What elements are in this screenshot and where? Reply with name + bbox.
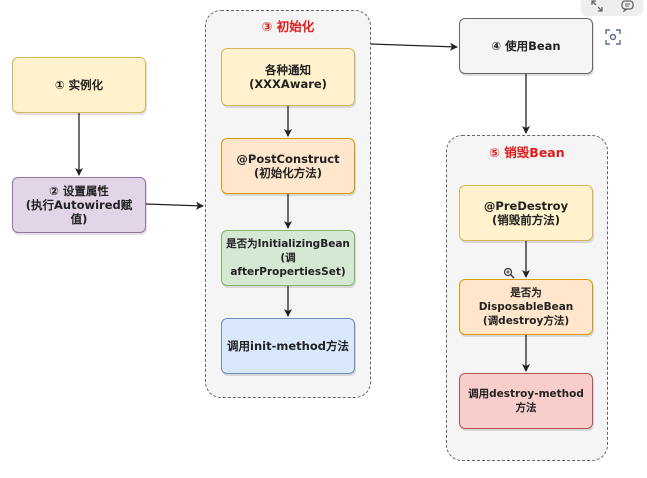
instantiate-node: ① 实例化 xyxy=(12,57,146,113)
pre-destroy-line-2: (销毁前方法) xyxy=(491,213,560,227)
expand-icon[interactable] xyxy=(589,0,605,13)
arrow-set-properties-to-init-group xyxy=(145,201,204,210)
scan-icon[interactable] xyxy=(602,26,624,48)
set-properties-line-2: (执行Autowired赋 xyxy=(25,198,133,212)
destroy-method-node: 调用destroy-method方法 xyxy=(459,373,593,429)
zoom-in-cursor-icon xyxy=(503,267,515,279)
init-method-node: 调用init-method方法 xyxy=(221,318,355,374)
destroy-method-label: 调用destroy-method方法 xyxy=(468,388,584,414)
initializing-bean-line-2: (调afterPropertiesSet) xyxy=(230,252,346,278)
arrow-init-group-to-use-bean xyxy=(370,42,458,51)
init-method-label: 调用init-method方法 xyxy=(227,339,349,353)
viewer-toolbar xyxy=(581,0,643,16)
disposable-bean-line-1: 是否为DisposableBean xyxy=(478,287,574,313)
post-construct-line-2: (初始化方法) xyxy=(253,166,322,180)
aware-line-2: (XXXAware) xyxy=(249,77,327,91)
initializing-bean-node: 是否为InitializingBean (调afterPropertiesSet… xyxy=(221,230,355,286)
pre-destroy-line-1: @PreDestroy xyxy=(483,199,569,213)
aware-line-1: 各种通知 xyxy=(265,63,311,77)
destroy-group-title: ⑤ 销毁Bean xyxy=(489,145,565,160)
post-construct-node: @PostConstruct (初始化方法) xyxy=(221,138,355,194)
set-properties-line-3: 值) xyxy=(70,212,88,226)
set-properties-node: ② 设置属性 (执行Autowired赋 值) xyxy=(12,177,146,233)
set-properties-line-1: ② 设置属性 xyxy=(49,184,109,198)
initializing-bean-line-1: 是否为InitializingBean xyxy=(226,238,350,250)
post-construct-line-1: @PostConstruct xyxy=(236,152,340,166)
comment-icon[interactable] xyxy=(620,0,636,13)
use-bean-label: ④ 使用Bean xyxy=(491,39,561,53)
aware-node: 各种通知 (XXXAware) xyxy=(221,48,355,106)
use-bean-node: ④ 使用Bean xyxy=(459,18,593,74)
instantiate-label: ① 实例化 xyxy=(54,78,104,92)
pre-destroy-node: @PreDestroy (销毁前方法) xyxy=(459,185,593,241)
disposable-bean-line-2: (调destroy方法) xyxy=(482,315,570,327)
init-group-title: ③ 初始化 xyxy=(261,19,315,34)
disposable-bean-node: 是否为DisposableBean (调destroy方法) xyxy=(459,279,593,335)
